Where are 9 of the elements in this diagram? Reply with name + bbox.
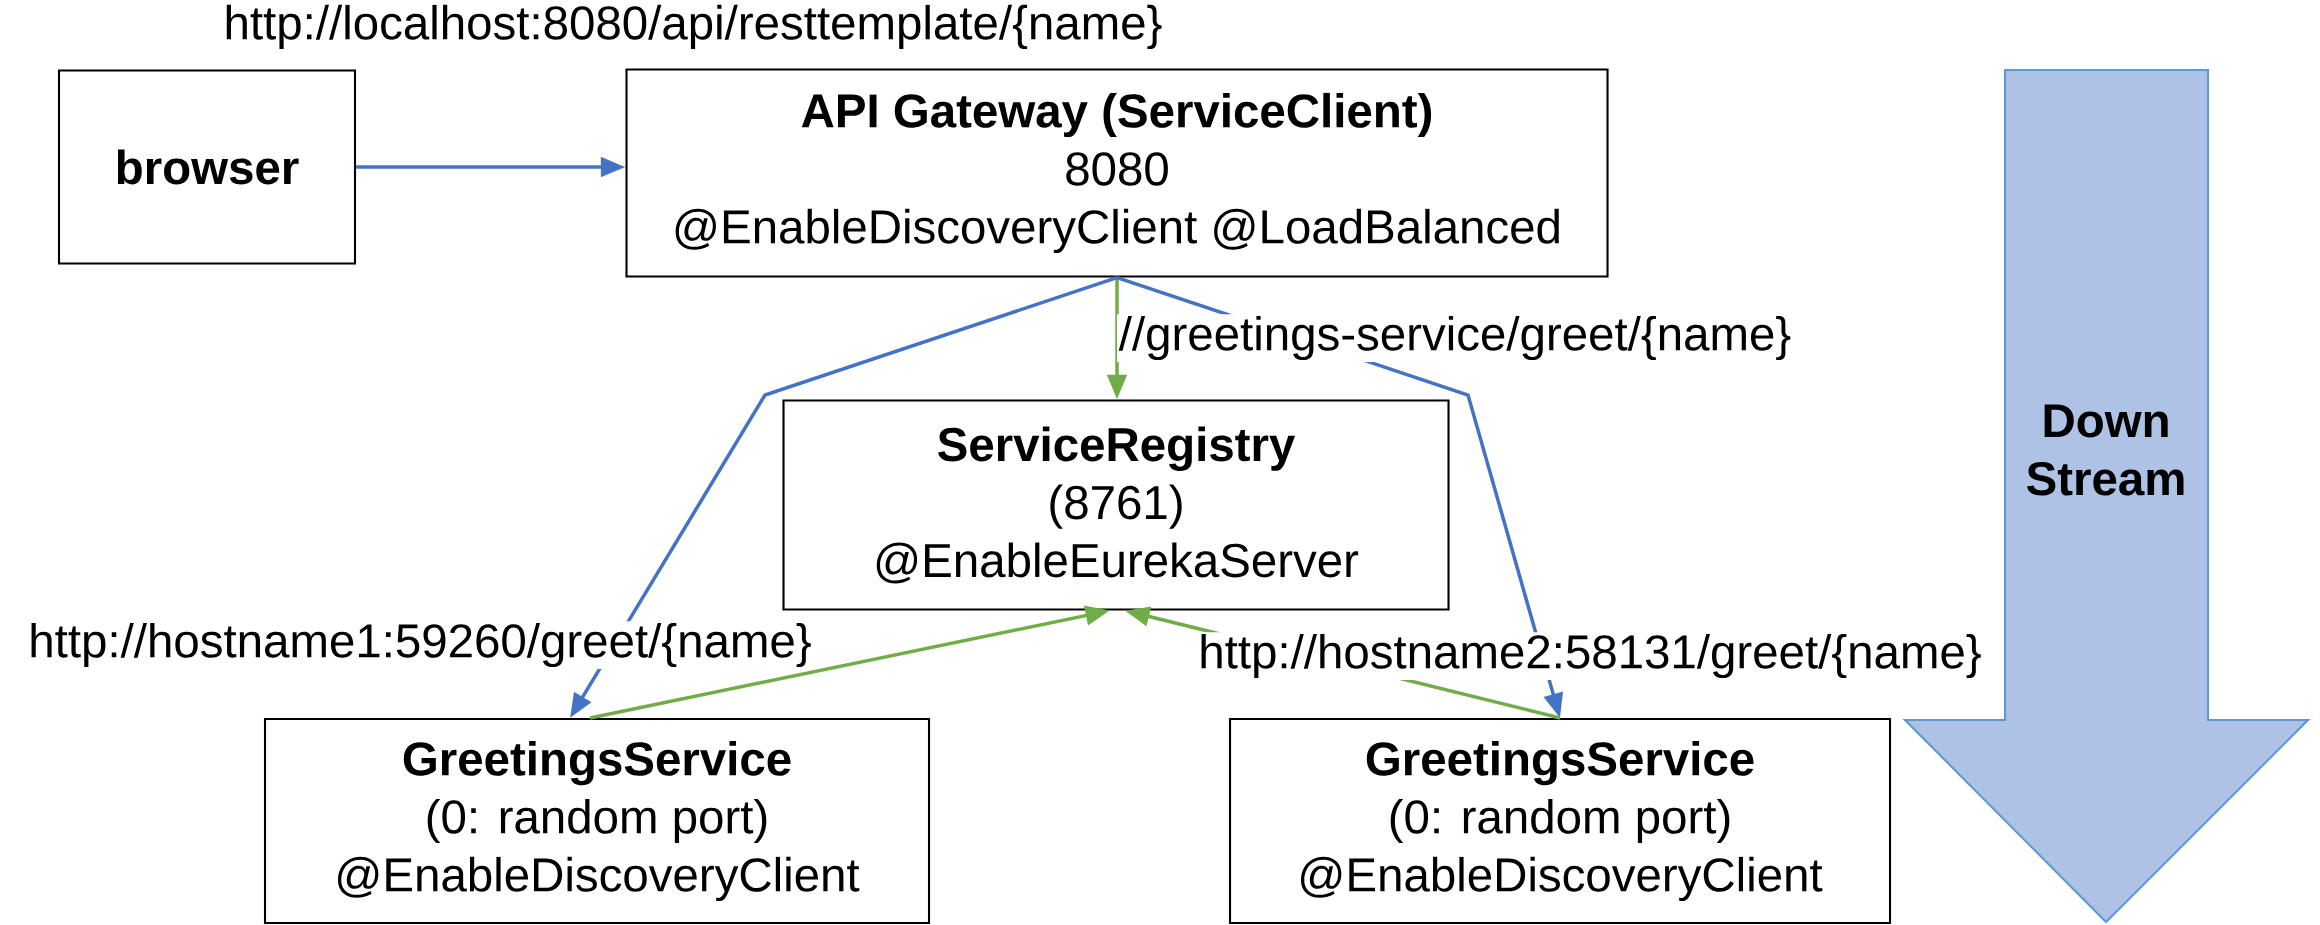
edge-label: http://hostname2:58131/greet/{name}: [1196, 632, 1984, 680]
url-label: http://localhost:8080/api/resttemplate/{name}: [226, 4, 1162, 50]
process-box: API Gateway (ServiceClient) 8080 @EnableDiscoveryClient @LoadBalanced: [625, 68, 1609, 278]
edge-label: //greetings-service/greet/{name}: [1117, 314, 1794, 362]
process-box: GreetingsService (0: random port) @EnableDiscoveryClient: [263, 717, 931, 925]
edge-label: http://hostname1:59260/greet/{name}: [26, 621, 814, 669]
process-box: ServiceRegistry (8761) @EnableEurekaServer: [782, 399, 1450, 611]
process-box: browser: [57, 69, 357, 265]
process-box: GreetingsService (0: random port) @EnableDiscoveryClient: [1228, 717, 1892, 925]
